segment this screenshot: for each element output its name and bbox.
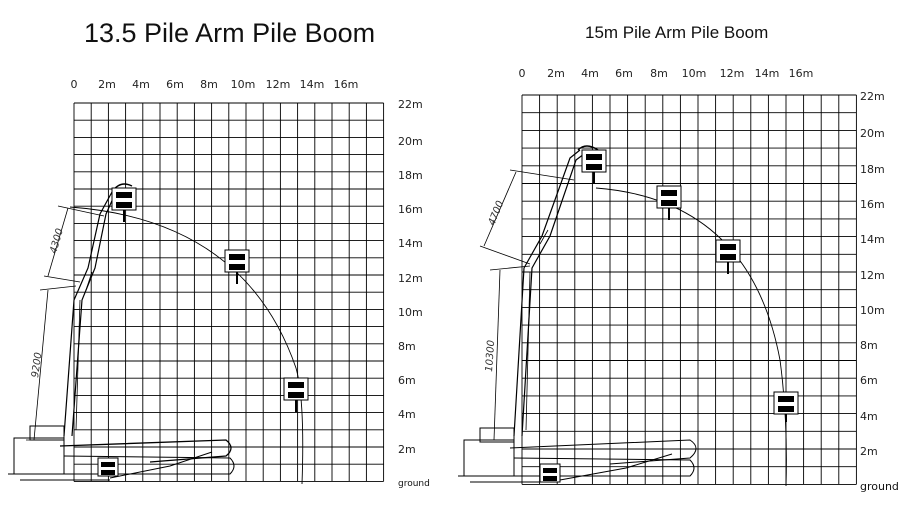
pile-hammer-right-1	[581, 149, 607, 184]
y-tick-label: 8m	[860, 339, 878, 352]
diagram-title-right: 15m Pile Arm Pile Boom	[585, 23, 769, 42]
y-tick-label: 10m	[860, 304, 885, 317]
y-tick-label: 14m	[398, 237, 423, 250]
y-tick-label: 6m	[860, 374, 878, 387]
y-tick-label: 4m	[398, 408, 416, 421]
y-tick-label: 14m	[860, 233, 885, 246]
y-tick-label: 16m	[860, 198, 885, 211]
x-tick-label: 8m	[200, 78, 218, 91]
dimension-label-boom-right: 10300	[484, 340, 497, 373]
x-tick-label: 2m	[547, 67, 565, 80]
y-tick-label: 18m	[398, 169, 423, 182]
diagram-title-left: 13.5 Pile Arm Pile Boom	[84, 18, 376, 48]
x-tick-label: 16m	[334, 78, 359, 91]
y-tick-label: 20m	[398, 135, 423, 148]
x-axis-labels-left: 0 2m 4m 6m 8m 10m 12m 14m 16m	[71, 78, 359, 91]
y-tick-label: 22m	[398, 98, 423, 111]
x-axis-labels-right: 0 2m 4m 6m 8m 10m 12m 14m 16m	[519, 67, 814, 80]
y-tick-label: 18m	[860, 163, 885, 176]
y-tick-label: 6m	[398, 374, 416, 387]
dimension-lines-right	[479, 169, 575, 441]
ground-label-left: ground	[398, 479, 430, 489]
y-tick-label: 20m	[860, 127, 885, 140]
x-tick-label: 12m	[720, 67, 745, 80]
y-tick-label: 2m	[398, 443, 416, 456]
x-tick-label: 16m	[789, 67, 814, 80]
dimension-label-boom-left: 9200	[30, 352, 44, 379]
y-tick-label: 8m	[398, 340, 416, 353]
y-axis-labels-right: 2m 4m 6m 8m 10m 12m 14m 16m 18m 20m 22m	[860, 90, 885, 458]
pile-hammer-right-3	[715, 239, 741, 274]
pile-hammer-left-2	[224, 249, 250, 284]
x-tick-label: 0	[71, 78, 78, 91]
y-tick-label: 12m	[398, 272, 423, 285]
pile-hammer-right-5	[539, 463, 561, 483]
x-tick-label: 8m	[650, 67, 668, 80]
boom-right	[513, 145, 599, 437]
y-tick-label: 16m	[398, 203, 423, 216]
pile-hammer-left-1	[111, 187, 137, 222]
y-tick-label: 22m	[860, 90, 885, 103]
ground-label-right: ground	[860, 480, 899, 493]
dimension-label-arm-right: 4700	[487, 199, 507, 227]
x-tick-label: 2m	[98, 78, 116, 91]
x-tick-label: 6m	[615, 67, 633, 80]
reach-diagram-left: 0 2m 4m 6m 8m 10m 12m 14m 16m 2m 4m 6m 8…	[8, 78, 430, 489]
x-tick-label: 10m	[231, 78, 256, 91]
x-tick-label: 0	[519, 67, 526, 80]
boom-left	[63, 183, 133, 437]
carrier-right	[458, 427, 697, 483]
grid-left	[73, 102, 385, 482]
x-tick-label: 10m	[682, 67, 707, 80]
pile-hammer-left-3	[283, 377, 309, 412]
y-tick-label: 4m	[860, 410, 878, 423]
carrier-left	[8, 425, 235, 481]
x-tick-label: 4m	[581, 67, 599, 80]
dimension-label-arm-left: 4300	[48, 227, 66, 254]
grid-right	[521, 94, 857, 485]
dimension-lines-left	[26, 205, 105, 441]
y-tick-label: 2m	[860, 445, 878, 458]
x-tick-label: 14m	[755, 67, 780, 80]
pile-hammer-right-2	[656, 185, 682, 220]
x-tick-label: 4m	[132, 78, 150, 91]
y-tick-label: 12m	[860, 269, 885, 282]
x-tick-label: 12m	[266, 78, 291, 91]
pile-hammer-right-4	[773, 391, 799, 422]
reach-diagram-right: 0 2m 4m 6m 8m 10m 12m 14m 16m 2m 4m 6m 8…	[458, 67, 899, 493]
y-axis-labels-left: 2m 4m 6m 8m 10m 12m 14m 16m 18m 20m 22m	[398, 98, 423, 456]
y-tick-label: 10m	[398, 306, 423, 319]
x-tick-label: 14m	[300, 78, 325, 91]
x-tick-label: 6m	[166, 78, 184, 91]
pile-hammer-left-4	[97, 457, 119, 477]
reach-arc-left	[69, 206, 304, 485]
